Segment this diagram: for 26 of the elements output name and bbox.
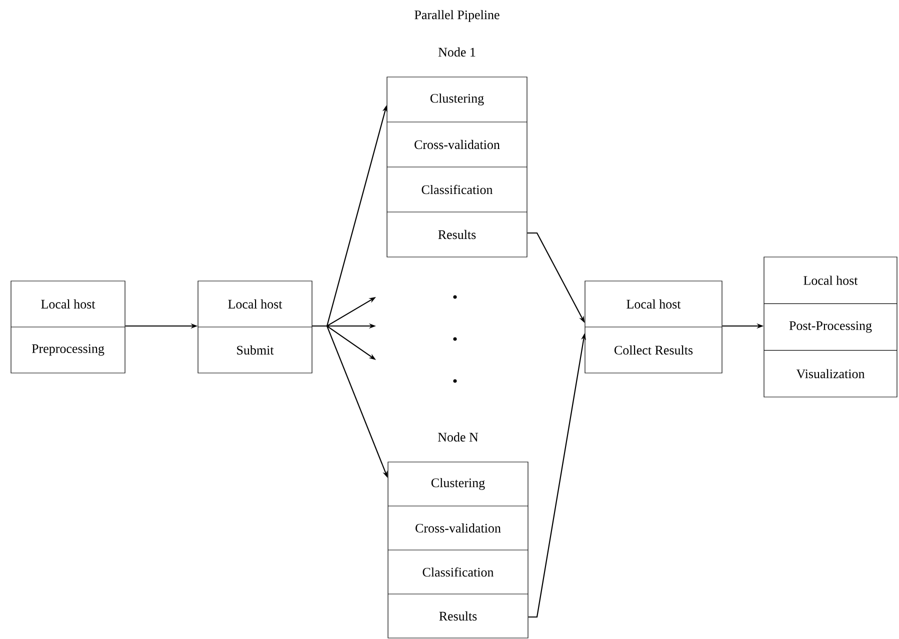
cell-label: Preprocessing bbox=[32, 344, 104, 356]
cell-label: Results bbox=[439, 611, 477, 621]
stacked-box bbox=[198, 280, 312, 374]
cell-label: Post-Processing bbox=[789, 321, 872, 333]
node-heading: Node N bbox=[438, 432, 478, 442]
stacked-box bbox=[386, 47, 528, 258]
cell-label: Classification bbox=[422, 184, 493, 194]
cell-label: Results bbox=[438, 230, 476, 240]
cell-label: Clustering bbox=[430, 94, 484, 106]
cell-label: Submit bbox=[237, 345, 274, 355]
stacked-box bbox=[764, 256, 898, 398]
title: Parallel Pipeline bbox=[414, 10, 500, 22]
stacked-box bbox=[10, 280, 126, 374]
stacked-box bbox=[388, 432, 528, 638]
cell-label: Local host bbox=[626, 299, 681, 309]
cell-label: Local host bbox=[228, 299, 282, 309]
cell-label: Local host bbox=[804, 276, 858, 285]
cell-label: Visualization bbox=[796, 369, 865, 378]
cell-label: Classification bbox=[422, 567, 494, 577]
cell-label: Clustering bbox=[431, 478, 485, 490]
cell-label: Collect Results bbox=[614, 345, 693, 355]
stacked-box bbox=[584, 280, 722, 374]
cell-label: Local host bbox=[41, 299, 96, 309]
node-heading: Node 1 bbox=[438, 47, 476, 57]
cell-label: Cross-validation bbox=[414, 140, 500, 150]
cell-label: Cross-validation bbox=[416, 523, 501, 533]
